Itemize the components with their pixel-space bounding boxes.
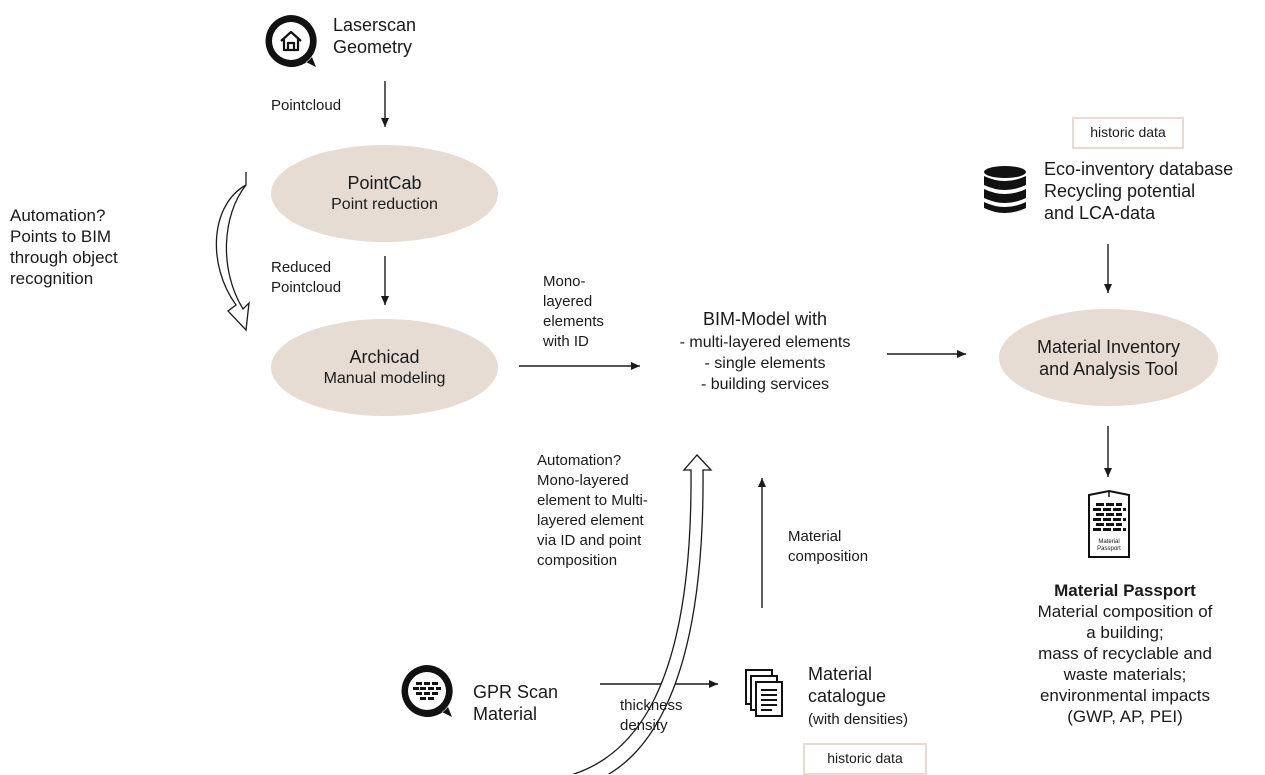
laserscan-label: Laserscan Geometry <box>333 15 417 57</box>
historic-data-bottom: historic data <box>803 743 927 775</box>
svg-text:Material: Material <box>1098 539 1119 545</box>
database-icon <box>982 165 1028 215</box>
reduced-pointcloud-label: Reduced Pointcloud <box>271 259 342 296</box>
eco-inventory-label: Eco-inventory database Recycling potenti… <box>1044 159 1234 223</box>
bim-title: BIM-Model with <box>702 309 828 329</box>
brick-wall-icon <box>398 662 456 720</box>
documents-icon <box>742 668 786 720</box>
material-catalogue-label: Material catalogue (with densities) <box>808 664 909 728</box>
house-icon <box>262 12 320 70</box>
pointcab-node: PointCab Point reduction <box>271 145 498 242</box>
material-composition-label: Material composition <box>788 528 869 565</box>
material-passport-description: Material Passport Material composition o… <box>1005 580 1245 727</box>
pointcab-title: PointCab <box>347 172 422 193</box>
curved-arrow-automation-1 <box>215 172 250 332</box>
gpr-scan-label: GPR Scan Material <box>473 682 559 724</box>
thickness-density-label: thickness density <box>620 697 683 734</box>
material-passport-title: Material Passport <box>1054 581 1196 600</box>
archicad-title: Archicad <box>349 346 420 367</box>
pointcloud-label: Pointcloud <box>271 97 342 114</box>
automation-points-to-bim-note: Automation? Points to BIM through object… <box>10 206 118 288</box>
automation-mono-to-multi-note: Automation? Mono-layered element to Mult… <box>537 452 648 569</box>
archicad-node: Archicad Manual modeling <box>271 319 498 416</box>
pointcab-subtitle: Point reduction <box>331 195 438 213</box>
bim-model-node: BIM-Model with - multi-layered elements … <box>650 308 880 395</box>
archicad-subtitle: Manual modeling <box>323 369 446 387</box>
svg-text:Passport: Passport <box>1097 546 1121 552</box>
historic-data-top: historic data <box>1072 117 1184 149</box>
curved-arrow-automation-2 <box>571 454 713 774</box>
material-inventory-tool-node: Material Inventory and Analysis Tool <box>999 309 1218 406</box>
mono-layered-label: Mono- layered elements with ID <box>543 273 604 350</box>
passport-icon: Material Passport <box>1087 489 1131 559</box>
